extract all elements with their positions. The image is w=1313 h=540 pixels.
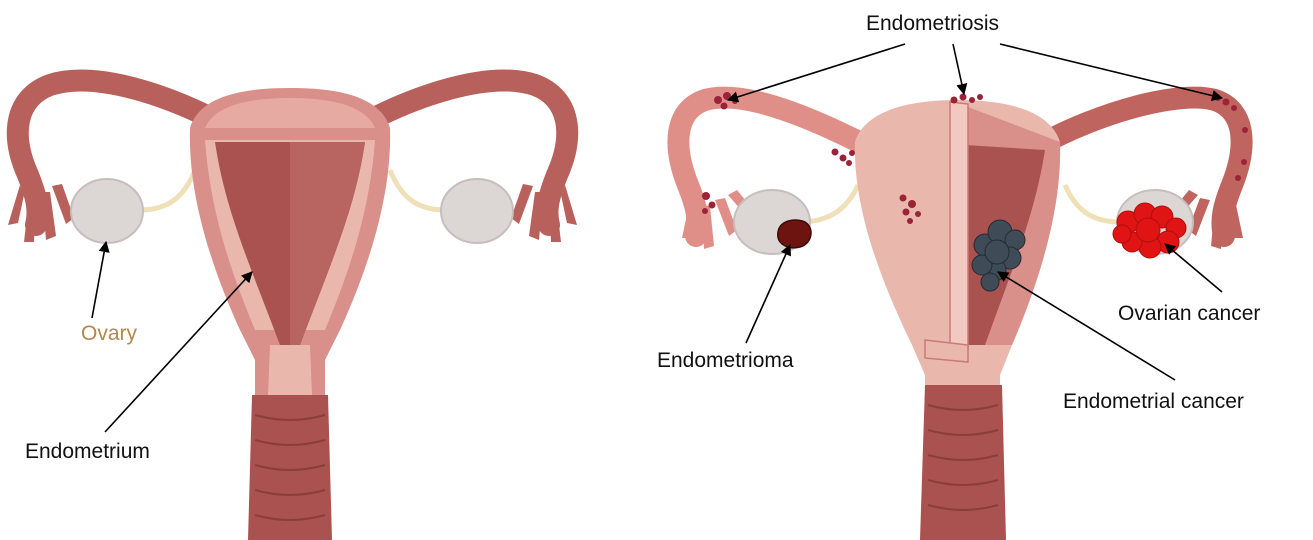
endometrium-label: Endometrium bbox=[25, 440, 150, 463]
endometrium-callout: Endometrium bbox=[25, 272, 252, 463]
endometriosis-callout: Endometriosis bbox=[728, 12, 1222, 100]
endometrioma-callout: Endometrioma bbox=[657, 245, 794, 372]
vagina-2 bbox=[920, 385, 1006, 540]
endometrioma-lesion bbox=[778, 220, 811, 248]
left-ovary bbox=[71, 179, 143, 243]
ovary-label: Ovary bbox=[81, 322, 138, 345]
endometrial-cancer-callout: Endometrial cancer bbox=[998, 272, 1244, 413]
ovary-callout: Ovary bbox=[81, 242, 138, 345]
endometriosis-label: Endometriosis bbox=[866, 12, 999, 35]
ovarian-cancer-label: Ovarian cancer bbox=[1118, 302, 1260, 325]
endometrioma-label: Endometrioma bbox=[657, 349, 794, 372]
ovarian-cancer-callout: Ovarian cancer bbox=[1118, 244, 1260, 325]
endometrial-cancer-label: Endometrial cancer bbox=[1063, 390, 1244, 413]
right-ovary bbox=[441, 179, 513, 243]
